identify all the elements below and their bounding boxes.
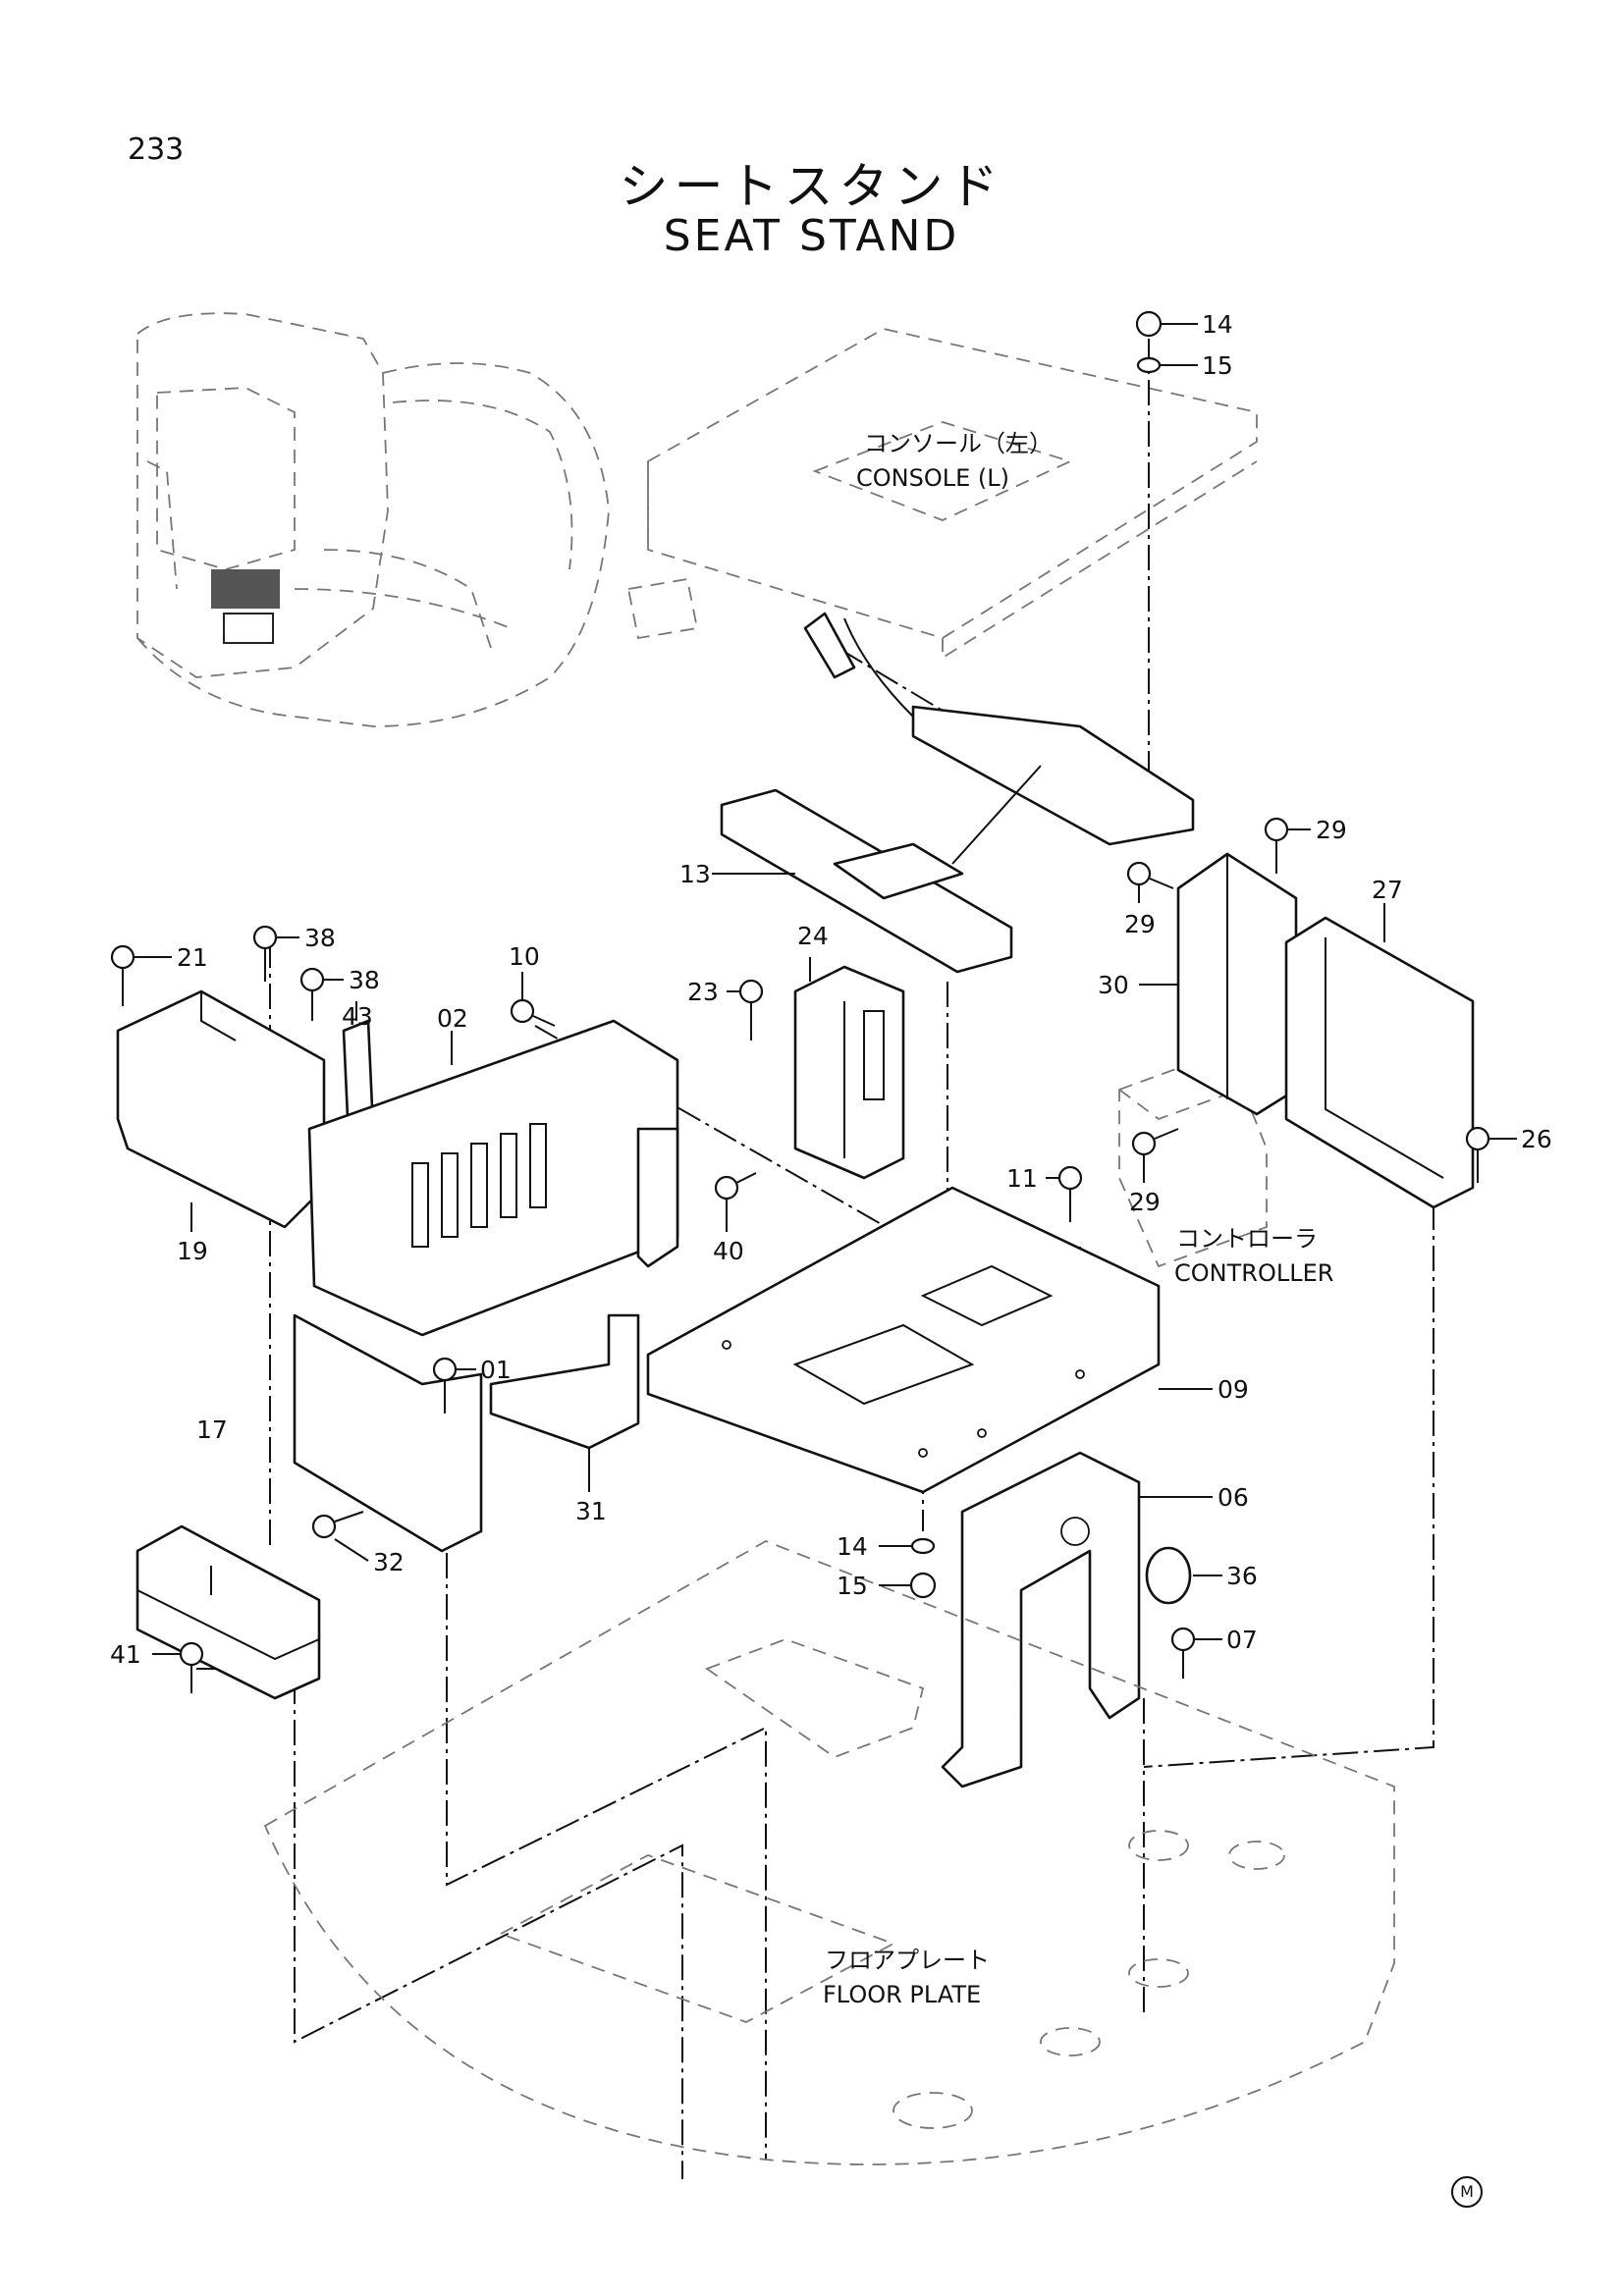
side-panel xyxy=(293,1019,679,1553)
nut-14-top xyxy=(1135,310,1163,338)
callout-27: 27 xyxy=(1372,876,1403,904)
console-left xyxy=(626,328,1258,660)
base-plate xyxy=(646,1186,1161,1494)
area-labels: コンソール（左） CONSOLE (L) コントローラ CONTROLLER フ… xyxy=(823,430,1333,2008)
callout-31: 31 xyxy=(575,1497,607,1525)
controller-label-jp: コントローラ xyxy=(1176,1225,1318,1253)
callout-29: 29 xyxy=(1124,910,1156,938)
nut-15-bottom xyxy=(909,1572,937,1599)
callout-40: 40 xyxy=(713,1237,744,1265)
seat-slide-rail xyxy=(720,612,1195,974)
machine-overview xyxy=(136,312,610,727)
callout-43: 43 xyxy=(342,1002,373,1031)
bolt-07 xyxy=(1170,1627,1196,1679)
callout-23: 23 xyxy=(687,978,719,1006)
bolt-23 xyxy=(738,979,764,1041)
callout-38: 38 xyxy=(304,924,336,952)
bolt-38b xyxy=(299,967,325,1021)
callout-01: 01 xyxy=(480,1356,512,1384)
bolt-29c xyxy=(1131,1128,1179,1156)
bolt-29a xyxy=(1264,817,1289,874)
callout-14: 14 xyxy=(1202,310,1233,339)
callout-02: 02 xyxy=(437,1004,468,1033)
callout-09: 09 xyxy=(1217,1375,1249,1404)
title-japanese: シートスタンド xyxy=(619,158,1004,215)
leader-lines xyxy=(134,323,1517,1655)
callout-13: 13 xyxy=(679,860,711,888)
callout-07: 07 xyxy=(1226,1626,1258,1654)
callout-29: 29 xyxy=(1316,816,1347,844)
callout-26: 26 xyxy=(1521,1125,1552,1153)
callout-24: 24 xyxy=(797,922,829,950)
callout-14: 14 xyxy=(837,1532,868,1561)
bolt-11 xyxy=(1057,1165,1083,1222)
title-english: SEAT STAND xyxy=(663,211,960,261)
callout-17: 17 xyxy=(196,1415,228,1444)
callout-38: 38 xyxy=(349,966,380,994)
callout-36: 36 xyxy=(1226,1562,1258,1590)
bolt-21 xyxy=(110,944,135,1006)
callout-30: 30 xyxy=(1098,971,1129,999)
floor-plate-label-jp: フロアプレート xyxy=(825,1947,990,1974)
washer-14-bottom xyxy=(910,1537,936,1555)
seat-stand-location-marker xyxy=(211,569,280,644)
callout-11: 11 xyxy=(1006,1164,1038,1193)
bolt-40 xyxy=(714,1172,757,1201)
console-label-en: CONSOLE (L) xyxy=(856,464,1009,492)
callout-06: 06 xyxy=(1217,1483,1249,1512)
callout-labels: 14 15 29 27 29 30 13 24 23 21 38 38 43 0… xyxy=(110,310,1552,1669)
callout-29: 29 xyxy=(1129,1188,1161,1216)
callout-19: 19 xyxy=(177,1237,208,1265)
callout-41: 41 xyxy=(110,1640,141,1669)
callout-21: 21 xyxy=(177,943,208,972)
bolt-38a xyxy=(252,925,278,982)
floor-plate xyxy=(263,1540,1395,2165)
console-label-jp: コンソール（左） xyxy=(864,430,1053,457)
support-bracket xyxy=(941,1451,1192,1789)
maker-mark-icon: M xyxy=(1451,2176,1483,2208)
callout-10: 10 xyxy=(509,942,540,971)
controller-label-en: CONTROLLER xyxy=(1174,1259,1333,1287)
mount-plate xyxy=(135,1524,321,1700)
controller-box xyxy=(1176,852,1475,1209)
bolt-29b xyxy=(1126,861,1174,889)
page-number: 233 xyxy=(128,133,185,167)
floor-plate-label-en: FLOOR PLATE xyxy=(823,1981,981,2008)
bolt-10 xyxy=(510,998,556,1027)
callout-32: 32 xyxy=(373,1548,405,1576)
fasteners xyxy=(110,310,1490,1693)
bolt-41 xyxy=(179,1641,204,1693)
bolt-32 xyxy=(311,1511,364,1539)
callout-15: 15 xyxy=(1202,351,1233,380)
callout-15: 15 xyxy=(837,1572,868,1600)
washer-15-top xyxy=(1136,356,1162,374)
angle-bracket xyxy=(489,1313,640,1450)
stand-bracket xyxy=(793,965,905,1180)
